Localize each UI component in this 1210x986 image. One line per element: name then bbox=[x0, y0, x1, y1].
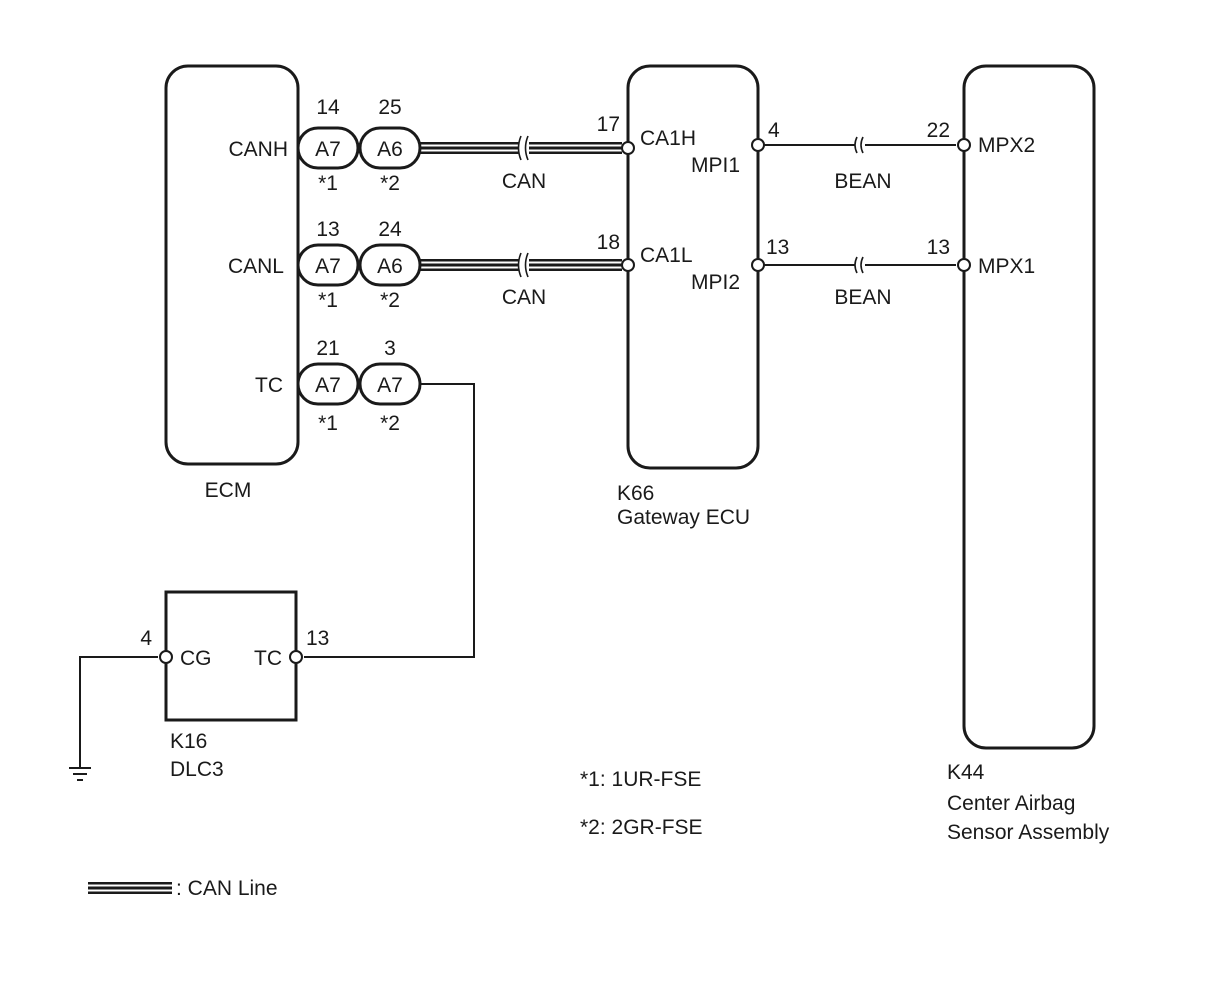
connector-canh-pin1: 14 bbox=[316, 96, 340, 119]
connector-canl-pin2: 24 bbox=[378, 218, 402, 241]
gw-pin-ca1h: CA1H bbox=[640, 127, 696, 150]
connector-tc-code2: A7 bbox=[377, 374, 403, 397]
connector-tc-pin1: 21 bbox=[316, 337, 339, 360]
dlc-pin-num-tc: 13 bbox=[306, 627, 329, 650]
connector-canh-pin2: 25 bbox=[378, 96, 401, 119]
airbag-name-line2: Sensor Assembly bbox=[947, 821, 1110, 844]
connector-canh-2 bbox=[358, 126, 422, 170]
gw-pin-num-ca1l: 18 bbox=[597, 231, 620, 254]
connector-canh-1 bbox=[296, 126, 360, 170]
gw-pin-num-ca1h: 17 bbox=[597, 113, 620, 136]
ab-pin-mpx1: MPX1 bbox=[978, 255, 1035, 278]
connector-canl-1 bbox=[296, 243, 360, 287]
connector-canl-note2: *2 bbox=[380, 289, 400, 312]
engine-note-1: *1: 1UR-FSE bbox=[580, 768, 701, 791]
dlc3-code: K16 bbox=[170, 730, 207, 753]
ecm-pin-canl: CANL bbox=[228, 255, 284, 278]
connector-canl-note1: *1 bbox=[318, 289, 338, 312]
ab-pin-mpx2: MPX2 bbox=[978, 134, 1035, 157]
connector-canh-code1: A7 bbox=[315, 138, 341, 161]
terminal-dlc-tc bbox=[289, 650, 303, 664]
terminal-mpx2 bbox=[957, 138, 971, 152]
ab-pin-num-mpx1: 13 bbox=[927, 236, 950, 259]
dlc-pin-cg: CG bbox=[180, 647, 212, 670]
bean-line-mpi1-mpx2 bbox=[764, 136, 956, 154]
bean-label-top: BEAN bbox=[834, 170, 891, 193]
gw-pin-mpi1: MPI1 bbox=[691, 154, 740, 177]
gateway-code: K66 bbox=[617, 482, 654, 505]
center-airbag-sensor-box bbox=[962, 64, 1096, 750]
engine-note-2: *2: 2GR-FSE bbox=[580, 816, 703, 839]
can-low-line bbox=[420, 252, 622, 278]
ecm-pin-tc: TC bbox=[255, 374, 283, 397]
connector-tc-note1: *1 bbox=[318, 412, 338, 435]
terminal-ca1l bbox=[621, 258, 635, 272]
ab-pin-num-mpx2: 22 bbox=[927, 119, 950, 142]
ground-wire bbox=[79, 656, 158, 768]
connector-tc-pin2: 3 bbox=[384, 337, 396, 360]
ecm-name: ECM bbox=[205, 479, 252, 502]
connector-tc-note2: *2 bbox=[380, 412, 400, 435]
connector-canl-pin1: 13 bbox=[316, 218, 339, 241]
terminal-ca1h bbox=[621, 141, 635, 155]
bean-label-bottom: BEAN bbox=[834, 286, 891, 309]
terminal-mpx1 bbox=[957, 258, 971, 272]
dlc-pin-tc: TC bbox=[254, 647, 282, 670]
terminal-mpi2 bbox=[751, 258, 765, 272]
terminal-mpi1 bbox=[751, 138, 765, 152]
gw-pin-mpi2: MPI2 bbox=[691, 271, 740, 294]
can-label-bottom: CAN bbox=[502, 286, 546, 309]
dlc3-name: DLC3 bbox=[170, 758, 224, 781]
ground-icon bbox=[69, 767, 91, 781]
bean-line-mpi2-mpx1 bbox=[764, 256, 956, 274]
connector-canl-code2: A6 bbox=[377, 255, 403, 278]
airbag-code: K44 bbox=[947, 761, 985, 784]
can-high-line bbox=[420, 135, 622, 161]
connector-canh-code2: A6 bbox=[377, 138, 403, 161]
connector-canh-note1: *1 bbox=[318, 172, 338, 195]
gateway-name: Gateway ECU bbox=[617, 506, 750, 529]
dlc-pin-num-cg: 4 bbox=[140, 627, 152, 650]
ecm-pin-canh: CANH bbox=[228, 138, 288, 161]
connector-tc-2 bbox=[358, 362, 422, 406]
dlc3-box bbox=[164, 590, 298, 722]
airbag-name-line1: Center Airbag bbox=[947, 792, 1075, 815]
gw-pin-num-mpi2: 13 bbox=[766, 236, 789, 259]
gw-pin-num-mpi1: 4 bbox=[768, 119, 780, 142]
terminal-cg bbox=[159, 650, 173, 664]
connector-tc-code1: A7 bbox=[315, 374, 341, 397]
gw-pin-ca1l: CA1L bbox=[640, 244, 693, 267]
connector-canh-note2: *2 bbox=[380, 172, 400, 195]
can-line-legend-label: : CAN Line bbox=[176, 877, 278, 900]
connector-canl-2 bbox=[358, 243, 422, 287]
tc-wire bbox=[304, 383, 475, 658]
connector-canl-code1: A7 bbox=[315, 255, 341, 278]
can-label-top: CAN bbox=[502, 170, 546, 193]
connector-tc-1 bbox=[296, 362, 360, 406]
